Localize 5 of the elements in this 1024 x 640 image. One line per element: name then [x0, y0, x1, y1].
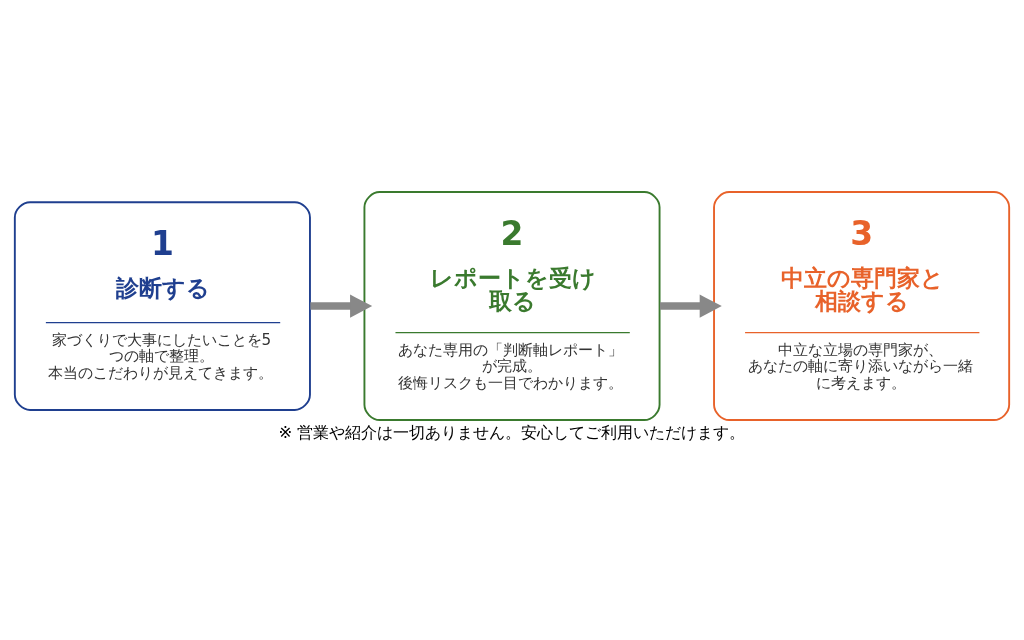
caption: ※ 営業や紹介は一切ありません。安心してご利用いただけます。	[278, 423, 746, 443]
node-box: 2 レポートを受け取る あなた専用の「判断軸レポート」が完成。後悔リスクも一目でわかります。	[363, 191, 661, 421]
arrow	[659, 294, 722, 318]
node-box: 1 診断する 家づくりで大事にしたいことを5つの軸で整理。本当のこだわりが見えてきます。	[13, 201, 311, 411]
node-box: 3 中立の専門家と相談する 中立な立場の専門家が、あなたの軸に寄り添いながら一緒に考えます。	[713, 191, 1011, 421]
